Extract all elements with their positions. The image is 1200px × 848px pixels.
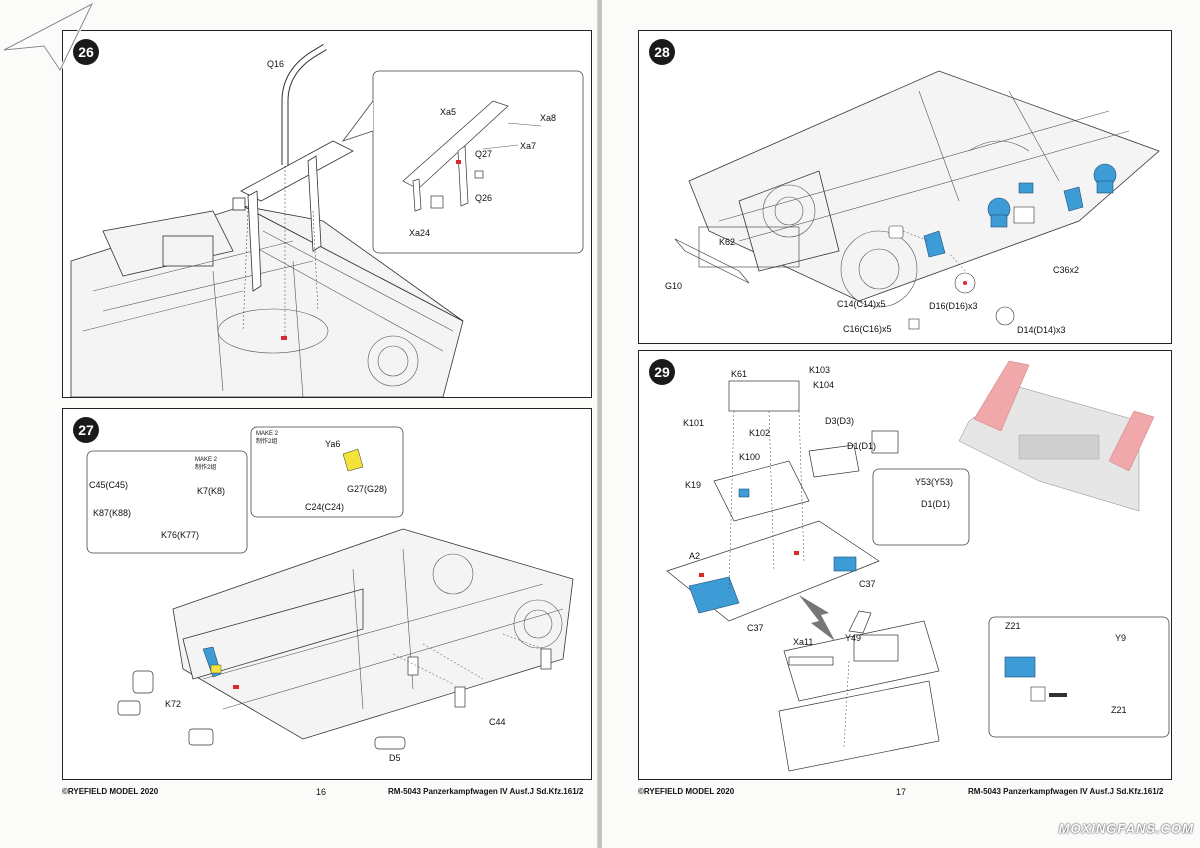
- book-spine: [597, 0, 603, 848]
- part-label-d1-a: D1(D1): [847, 441, 877, 451]
- part-label-c45: C45(C45): [89, 480, 129, 490]
- part-label-z21-b: Z21: [1111, 705, 1127, 715]
- part-label-k102: K102: [749, 428, 771, 438]
- step-number-badge: 27: [73, 417, 99, 443]
- part-label-xa7: Xa7: [520, 141, 537, 151]
- part-label-k72: K72: [165, 699, 182, 709]
- part-label-xa11: Xa11: [793, 637, 814, 647]
- step-number-badge: 29: [649, 359, 675, 385]
- page-number: 16: [316, 787, 327, 797]
- part-label-y53: Y53(Y53): [915, 477, 954, 487]
- manual-page-right: 28: [602, 0, 1200, 848]
- step-26-drawing: [70, 43, 584, 397]
- watermark-text: MOXINGFANS.COM: [1058, 821, 1194, 836]
- part-label-a2: A2: [689, 551, 701, 561]
- part-label-q27: Q27: [475, 149, 493, 159]
- footer-brand: ©RYEFIELD MODEL 2020: [638, 787, 735, 796]
- part-label-y49: Y49: [845, 633, 862, 643]
- step-29-panel: 29: [638, 350, 1172, 780]
- watermark-logo: [3, 0, 96, 74]
- part-label-d1-b: D1(D1): [921, 499, 951, 509]
- part-label-k100: K100: [739, 452, 761, 462]
- manual-page-left: 26: [0, 0, 598, 848]
- make2-note-a-cn: 制作2组: [195, 465, 217, 471]
- part-label-k103: K103: [809, 365, 831, 375]
- part-label-k19: K19: [685, 480, 702, 490]
- part-label-k62: K62: [719, 237, 736, 247]
- part-label-k76: K76(K77): [161, 530, 200, 540]
- part-label-c14: C14(C14)x5: [837, 299, 886, 309]
- part-label-c24: C24(C24): [305, 502, 345, 512]
- part-label-q26: Q26: [475, 193, 493, 203]
- make2-note-b-cn: 制作2组: [256, 439, 278, 445]
- part-label-c16: C16(C16)x5: [843, 324, 892, 334]
- part-label-y9: Y9: [1115, 633, 1127, 643]
- part-label-d3: D3(D3): [825, 416, 855, 426]
- step-28-drawing: [674, 70, 1160, 330]
- step-number-badge: 26: [73, 39, 99, 65]
- part-label-c44: C44: [489, 717, 506, 727]
- page-number: 17: [896, 787, 907, 797]
- part-label-d16: D16(D16)x3: [929, 301, 978, 311]
- part-label-xa8: Xa8: [540, 113, 557, 123]
- part-label-k7: K7(K8): [197, 486, 226, 496]
- footer-brand: ©RYEFIELD MODEL 2020: [62, 787, 159, 796]
- part-label-ya6: Ya6: [325, 439, 341, 449]
- part-label-d14: D14(D14)x3: [1017, 325, 1066, 335]
- part-label-z21-a: Z21: [1005, 621, 1021, 631]
- step-27-panel: 27: [62, 408, 592, 780]
- part-label-q16: Q16: [267, 59, 285, 69]
- step-27-drawing: [86, 426, 574, 750]
- part-label-g10: G10: [665, 281, 683, 291]
- step-29-drawing: [666, 360, 1170, 772]
- part-label-xa5: Xa5: [440, 107, 457, 117]
- part-label-c37-b: C37: [747, 623, 764, 633]
- part-label-k61: K61: [731, 369, 748, 379]
- part-label-d5: D5: [389, 753, 401, 763]
- part-label-g27: G27(G28): [347, 484, 388, 494]
- make2-note-a: MAKE 2: [195, 457, 218, 463]
- part-label-k101: K101: [683, 418, 705, 428]
- footer-product: RM-5043 Panzerkampfwagen IV Ausf.J Sd.Kf…: [388, 787, 584, 796]
- part-label-xa24: Xa24: [409, 228, 431, 238]
- part-label-k87: K87(K88): [93, 508, 132, 518]
- make2-note-b: MAKE 2: [256, 431, 279, 437]
- step-26-panel: 26: [62, 30, 592, 398]
- part-label-c37-a: C37: [859, 579, 876, 589]
- step-number-badge: 28: [649, 39, 675, 65]
- footer-product: RM-5043 Panzerkampfwagen IV Ausf.J Sd.Kf…: [968, 787, 1164, 796]
- part-label-c36: C36x2: [1053, 265, 1080, 275]
- step-28-panel: 28: [638, 30, 1172, 344]
- part-label-k104: K104: [813, 380, 835, 390]
